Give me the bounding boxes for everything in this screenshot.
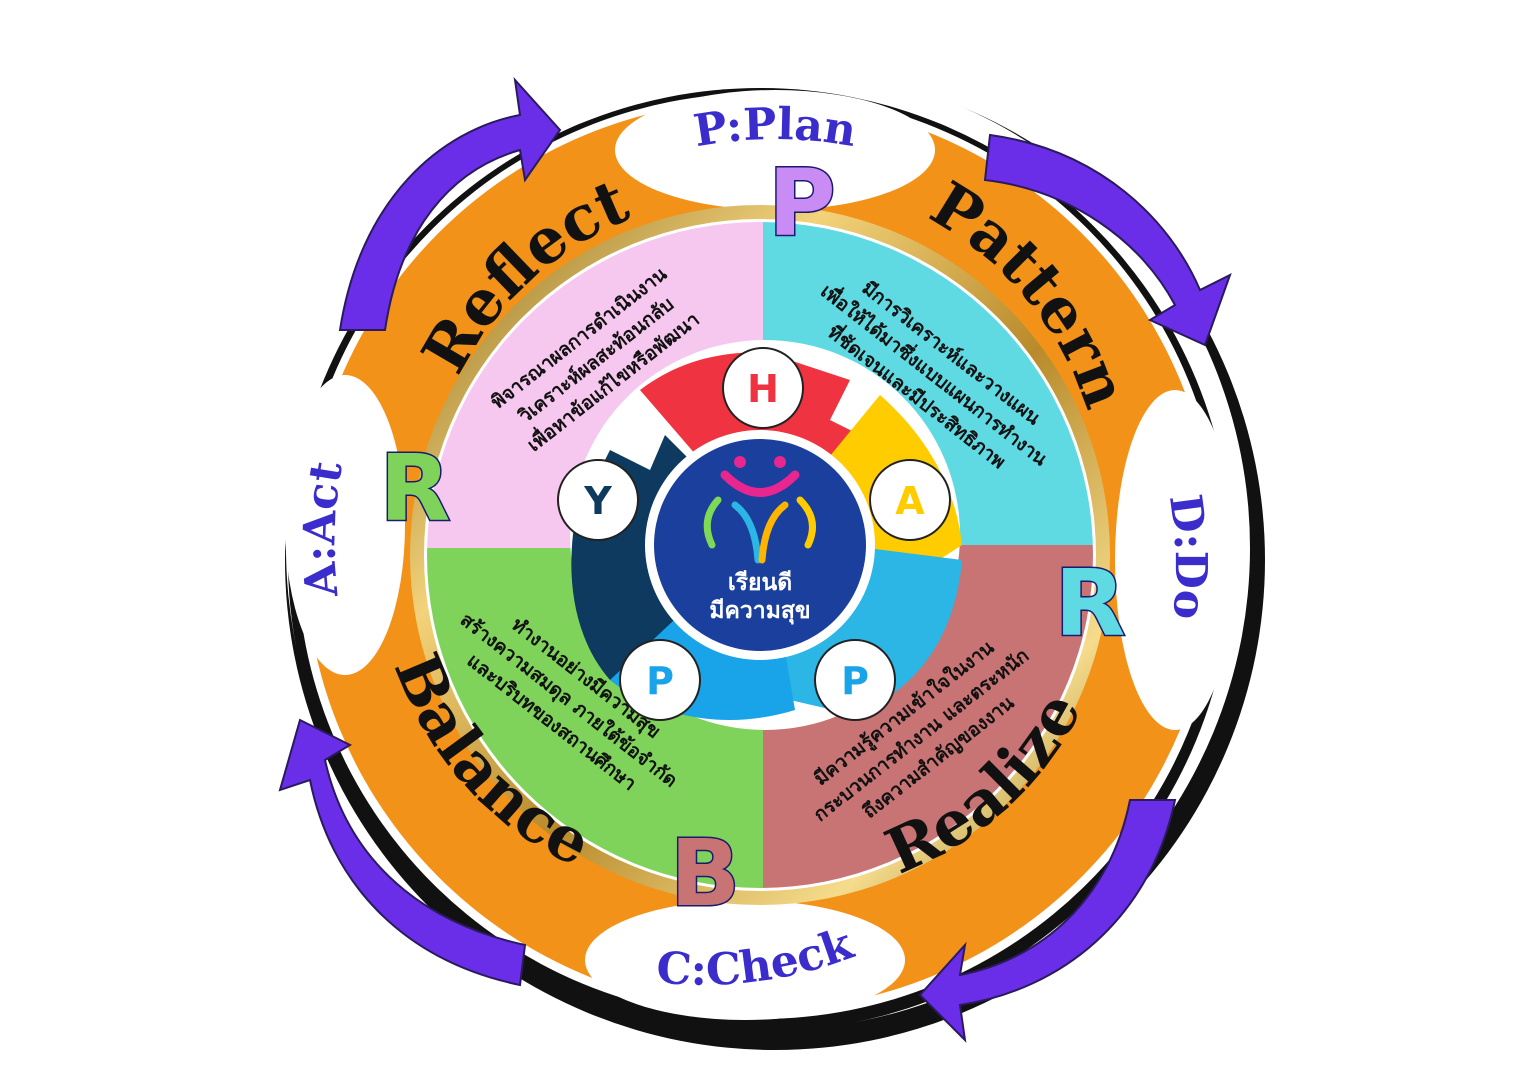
big-letter-p: P — [768, 150, 835, 257]
happy-letter-p-left: P — [646, 659, 674, 703]
logo-swoosh-yellow — [796, 496, 816, 549]
label-act: A:Act — [294, 457, 353, 600]
label-plan-text: P:Plan — [690, 99, 859, 157]
arrow-bottom-left-icon — [278, 718, 527, 987]
logo-swoosh-orange — [758, 501, 789, 564]
label-plan: P:Plan — [690, 99, 859, 157]
happy-circle-p-right — [814, 639, 896, 721]
label-do-text: D:Do — [1159, 491, 1216, 621]
happy-letter-y: Y — [583, 479, 612, 523]
purple-arrows — [278, 76, 1232, 1043]
happy-letters: H A P P Y — [557, 347, 951, 721]
logo-line-2: มีความสุข — [709, 598, 810, 625]
big-letter-b: B — [670, 820, 740, 927]
big-letter-r-right: R — [1055, 550, 1126, 657]
label-act-text: A:Act — [294, 457, 353, 600]
happy-letter-p-right: P — [841, 659, 869, 703]
logo-line-1: เรียนดี — [728, 570, 792, 596]
arrow-top-right-icon — [983, 133, 1232, 347]
arrow-bottom-right-icon — [918, 799, 1177, 1043]
happy-circle-h — [722, 347, 804, 429]
smile-eye-icon — [734, 456, 746, 468]
center-logo: เรียนดี มีความสุข — [645, 430, 875, 660]
smile-eye-icon — [774, 456, 786, 468]
happy-circle-y — [557, 459, 639, 541]
logo-swoosh-blue — [731, 501, 762, 564]
big-letters: P R B R — [378, 149, 1127, 929]
logo-swoosh-green — [703, 496, 722, 549]
big-letter-r-left: R — [380, 435, 451, 542]
arrow-top-left-icon — [338, 76, 562, 331]
happy-circle-p-left — [619, 639, 701, 721]
happy-letter-h: H — [747, 367, 779, 411]
white-lobes — [285, 90, 1235, 1020]
label-do: D:Do — [1159, 491, 1216, 621]
smile-icon — [720, 470, 800, 497]
happy-letter-a: A — [895, 479, 925, 523]
happy-circle-a — [869, 459, 951, 541]
